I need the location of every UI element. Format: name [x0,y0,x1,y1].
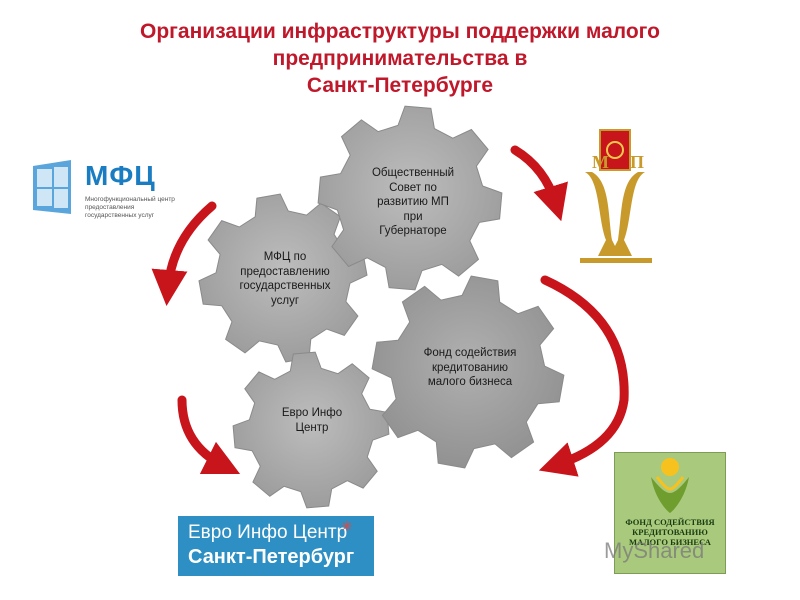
gear-label-line: Фонд содействия [423,347,517,359]
gear-label-line: Центр [295,421,329,434]
fund-logo: ФОНД СОДЕЙСТВИЯ КРЕДИТОВАНИЮ МАЛОГО БИЗН… [614,452,726,574]
gear-label-line: Общественный [371,167,455,179]
gear-label-line: кредитованию [431,361,508,374]
fund-logo-line-3: МАЛОГО БИЗНЕСА [629,537,711,547]
gear-label-line: малого бизнеса [427,376,513,388]
gear-layer [198,105,565,509]
euro-logo-line-1: Евро Инфо Центр [188,522,348,543]
gear-label-line: МФЦ по [263,251,307,263]
gear-label-line: Евро Инфо [281,407,343,419]
fund-logo-line-1: ФОНД СОДЕЙСТВИЯ [625,517,715,527]
emblem-letter-m: М [592,152,609,172]
gear-label-line: при [403,210,423,223]
gear-label-line: Совет по [389,181,437,194]
mfc-logo-name: МФЦ [85,160,156,191]
title-line-2: предпринимательства в [272,47,528,70]
fund-sun-icon [651,458,689,513]
fund-logo-line-2: КРЕДИТОВАНИЮ [632,527,708,537]
euro-info-logo: Евро Инфо Центр Санкт-Петербург ✳ [178,516,374,576]
gear-label-line: Губернаторе [379,225,447,237]
gear-fund [371,275,565,469]
euro-logo-line-2: Санкт-Петербург [188,546,355,568]
arrow-fund-to-logo [538,275,629,477]
mfc-logo-subtitle: Многофункциональный центр предоставления… [85,196,175,219]
arrow-council-to-emblem [510,145,568,222]
fund-logo-text: ФОНД СОДЕЙСТВИЯ КРЕДИТОВАНИЮ МАЛОГО БИЗН… [615,517,725,547]
emblem-logo: М П [578,128,653,264]
gear-label-line: развитию МП [377,196,449,208]
gear-label-fund: Фонд содействия кредитованию малого бизнес… [402,346,538,390]
title-line-3: Санкт-Петербурге [306,74,494,97]
euro-star-icon: ✳ [341,518,353,534]
gear-council [317,105,503,291]
gear-label-line: государственных [239,280,331,292]
gear-label-line: услуг [270,294,300,307]
gear-label-line: предоставлению [240,265,330,278]
mfc-window-icon [33,160,71,214]
emblem-letter-p: П [630,152,644,172]
title-line-1: Организации инфраструктуры поддержки мал… [140,20,660,43]
page-title: Организации инфраструктуры поддержки мал… [60,18,740,99]
watermark: MyShared [604,538,705,563]
gear-mfc [198,193,368,363]
mfc-logo [33,160,183,230]
gear-label-mfc: МФЦ по предоставлению государственных услуг [222,250,348,308]
gear-euro [232,351,390,509]
arrow-mfc-to-logo [151,201,217,306]
arrow-euro-to-logo [177,395,241,475]
